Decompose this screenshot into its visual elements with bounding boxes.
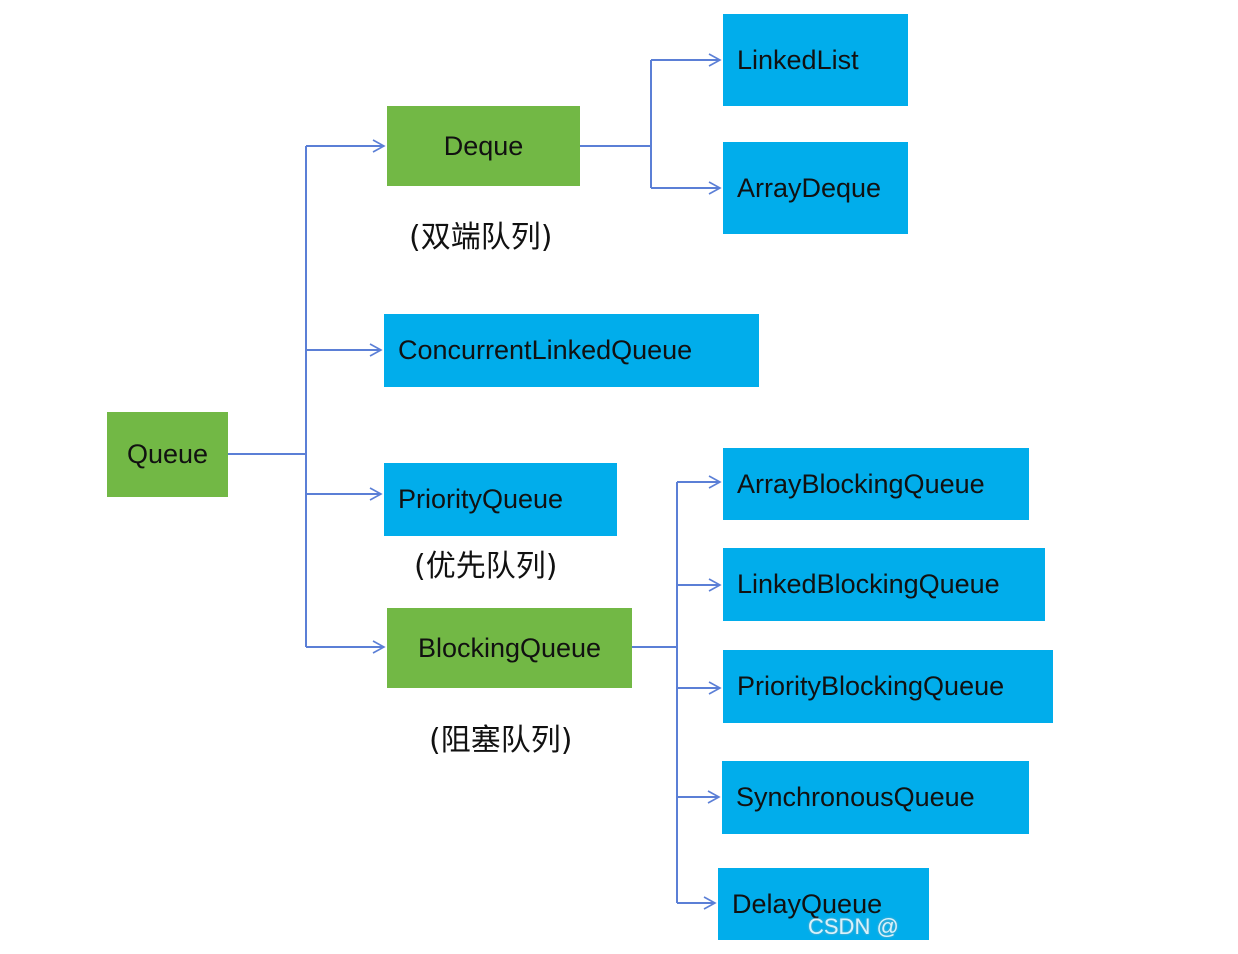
node-concurrent-linked-queue: ConcurrentLinkedQueue xyxy=(384,314,759,387)
node-array-deque: ArrayDeque xyxy=(723,142,908,234)
node-linked-blocking-queue: LinkedBlockingQueue xyxy=(723,548,1045,621)
caption-priority-queue: (优先队列) xyxy=(414,549,558,584)
caption-deque: (双端队列) xyxy=(409,220,553,255)
caption-blocking-queue: (阻塞队列) xyxy=(429,723,573,758)
node-priority-queue: PriorityQueue xyxy=(384,463,617,536)
node-delay-queue: DelayQueue xyxy=(718,868,929,940)
node-blocking-queue: BlockingQueue xyxy=(387,608,632,688)
node-priority-blocking-queue: PriorityBlockingQueue xyxy=(723,650,1053,723)
node-synchronous-queue: SynchronousQueue xyxy=(722,761,1029,834)
csdn-watermark: CSDN @ xyxy=(808,914,899,939)
node-array-blocking-queue: ArrayBlockingQueue xyxy=(723,448,1029,520)
node-deque: Deque xyxy=(387,106,580,186)
node-queue: Queue xyxy=(107,412,228,497)
node-linked-list: LinkedList xyxy=(723,14,908,106)
